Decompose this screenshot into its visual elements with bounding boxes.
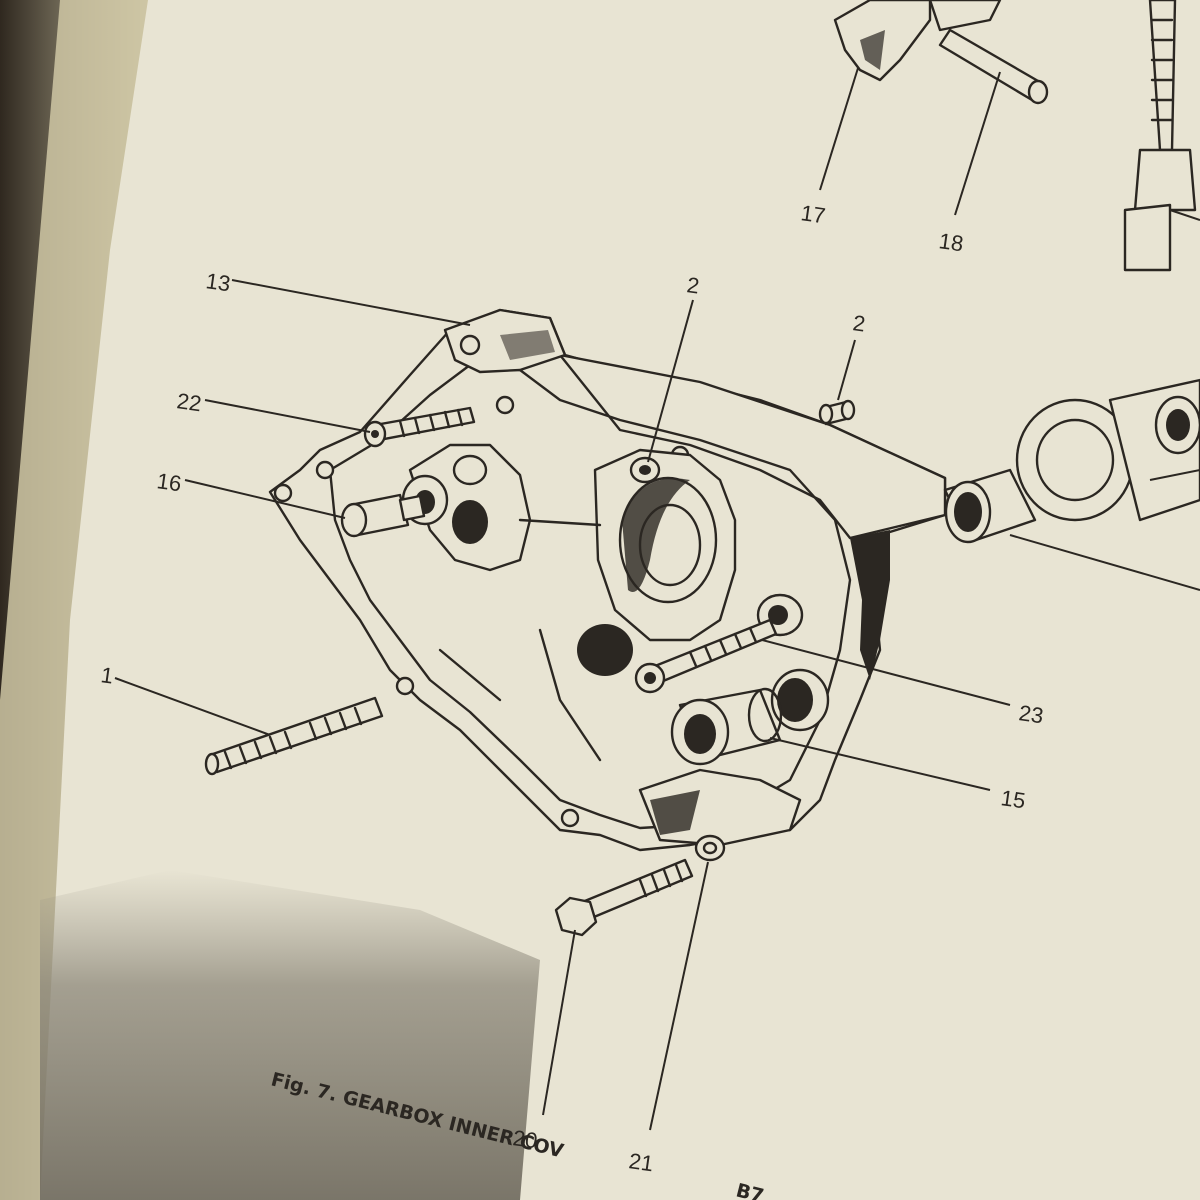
bearing-assembly (943, 209, 1200, 591)
bottom-lug-shadow (650, 790, 700, 835)
lever-part-17 (833, 0, 1002, 82)
plunger-part-16 (340, 493, 426, 538)
leader-20 (542, 929, 576, 1116)
dowel-loose (818, 399, 856, 426)
callout-22: 22 (175, 388, 203, 416)
cover-rib (538, 628, 602, 762)
leader-15 (769, 737, 991, 791)
mount-hole (395, 676, 415, 696)
leader-lines (114, 67, 1011, 1131)
leader-16 (184, 479, 346, 519)
leader-18 (954, 71, 1001, 216)
leader-1 (114, 677, 271, 736)
leader-2b (837, 339, 856, 401)
callout-16: 16 (155, 468, 183, 496)
callout-15: 15 (999, 785, 1027, 813)
callout-2-cover: 2 (685, 272, 701, 298)
cover-dark-rim (850, 530, 890, 680)
screw-part-23 (634, 618, 778, 694)
cover-inner-lip (328, 363, 852, 830)
bush-part-15 (670, 687, 783, 766)
bearing-bore-shadow (622, 478, 690, 592)
leader-2a (647, 299, 694, 463)
washer-part-21 (694, 834, 726, 862)
mount-hole (273, 483, 293, 503)
callout-20: 20 (511, 1125, 539, 1153)
mount-hole (495, 395, 515, 415)
callout-18: 18 (937, 228, 965, 256)
pin-part-18 (938, 28, 1049, 105)
top-lug-shadow (500, 330, 555, 360)
left-boss-hole-lower (452, 500, 488, 544)
leader-17 (819, 67, 859, 191)
screw-part-22 (363, 406, 476, 448)
top-lug-hole (459, 334, 481, 356)
small-ring-right-bore (768, 605, 788, 625)
leader-13 (231, 279, 471, 326)
callout-1: 1 (99, 662, 115, 688)
callout-23: 23 (1017, 700, 1045, 728)
leader-22 (204, 399, 371, 433)
leader-21 (649, 861, 709, 1131)
callout-labels: 13 22 16 1 2 2 17 18 23 15 20 21 (99, 200, 1045, 1176)
stud-part-1 (204, 696, 384, 776)
gearbox-inner-cover-drawing (268, 308, 947, 852)
left-boss-hole-upper (452, 454, 488, 486)
callout-17: 17 (799, 200, 827, 228)
mount-hole (560, 808, 580, 828)
lower-hole-left (577, 624, 633, 676)
page-reference: B7 (734, 1180, 766, 1200)
dowel-on-cover (629, 456, 661, 484)
callout-13: 13 (204, 268, 232, 296)
leader-23 (761, 639, 1011, 706)
cable-adjuster (1123, 0, 1197, 272)
cover-rib (518, 518, 602, 527)
bolt-part-20 (554, 858, 694, 937)
hand-shadow (40, 870, 540, 1200)
callout-2-loose: 2 (851, 310, 867, 336)
bearing-inner-ring (638, 503, 702, 587)
lower-hole-right-bore (777, 678, 813, 722)
cover-rib (438, 648, 502, 702)
callout-21: 21 (627, 1148, 655, 1176)
mount-hole (315, 460, 335, 480)
